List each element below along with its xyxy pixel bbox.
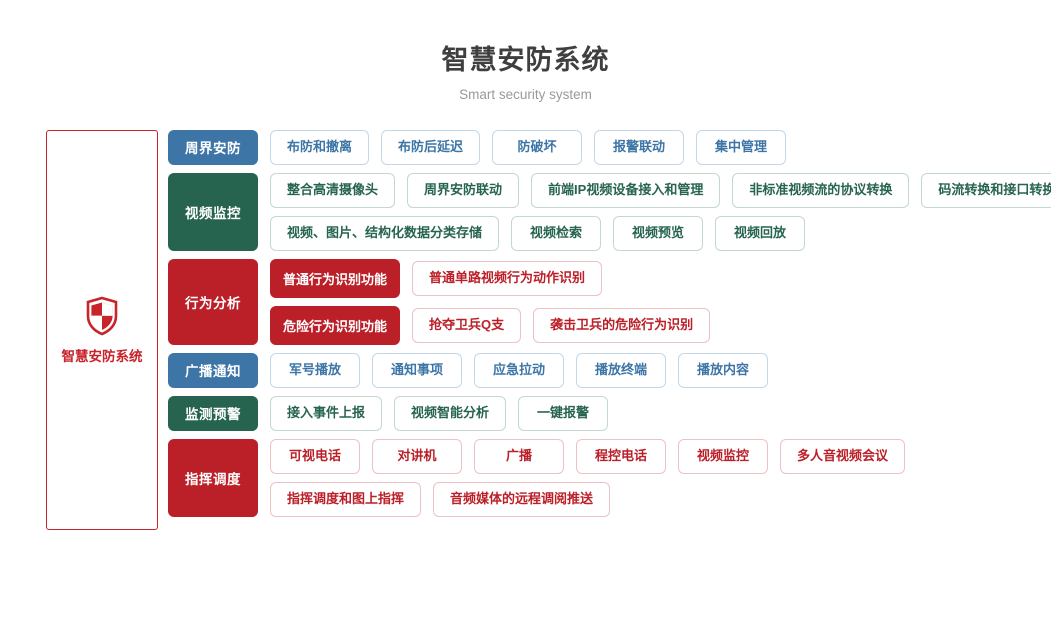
chip-line: 可视电话对讲机广播程控电话视频监控多人音视频会议 bbox=[270, 438, 1051, 474]
feature-chip[interactable]: 广播 bbox=[474, 438, 564, 474]
feature-chip[interactable]: 视频预览 bbox=[613, 215, 704, 251]
subcategory-label[interactable]: 危险行为识别功能 bbox=[270, 305, 401, 345]
chip-line: 接入事件上报视频智能分析一键报警 bbox=[270, 395, 1051, 431]
shield-icon bbox=[86, 296, 118, 335]
category-block[interactable]: 视频监控 bbox=[168, 172, 258, 251]
feature-chip[interactable]: 集中管理 bbox=[696, 130, 787, 165]
chip-line: 危险行为识别功能抢夺卫兵Q支袭击卫兵的危险行为识别 bbox=[270, 305, 1051, 345]
diagram-body: 智慧安防系统 周界安防布防和撤离布防后延迟防破坏报警联动集中管理视频监控整合高清… bbox=[0, 130, 1051, 530]
chip-line: 布防和撤离布防后延迟防破坏报警联动集中管理 bbox=[270, 130, 1051, 165]
category-rows: 周界安防布防和撤离布防后延迟防破坏报警联动集中管理视频监控整合高清摄像头周界安防… bbox=[168, 130, 1051, 525]
category-block[interactable]: 广播通知 bbox=[168, 352, 258, 388]
feature-chip[interactable]: 报警联动 bbox=[594, 130, 685, 165]
category-row: 广播通知军号播放通知事项应急拉动播放终端播放内容 bbox=[168, 352, 1051, 388]
chip-line: 指挥调度和图上指挥音频媒体的远程调阅推送 bbox=[270, 481, 1051, 517]
category-row: 监测预警接入事件上报视频智能分析一键报警 bbox=[168, 395, 1051, 431]
feature-chip[interactable]: 可视电话 bbox=[270, 438, 360, 474]
feature-chip[interactable]: 一键报警 bbox=[518, 395, 609, 431]
feature-chip[interactable]: 视频、图片、结构化数据分类存储 bbox=[270, 215, 500, 251]
feature-chip[interactable]: 应急拉动 bbox=[474, 352, 564, 388]
feature-chip[interactable]: 播放终端 bbox=[576, 352, 666, 388]
category-row: 视频监控整合高清摄像头周界安防联动前端IP视频设备接入和管理非标准视频流的协议转… bbox=[168, 172, 1051, 251]
feature-chip[interactable]: 对讲机 bbox=[372, 438, 462, 474]
category-block[interactable]: 周界安防 bbox=[168, 130, 258, 165]
row-content: 布防和撤离布防后延迟防破坏报警联动集中管理 bbox=[270, 130, 1051, 165]
feature-chip[interactable]: 码流转换和接口转换 bbox=[921, 172, 1051, 208]
row-content: 整合高清摄像头周界安防联动前端IP视频设备接入和管理非标准视频流的协议转换码流转… bbox=[270, 172, 1051, 251]
feature-chip[interactable]: 指挥调度和图上指挥 bbox=[270, 481, 422, 517]
category-row: 行为分析普通行为识别功能普通单路视频行为动作识别危险行为识别功能抢夺卫兵Q支袭击… bbox=[168, 258, 1051, 345]
page-title: 智慧安防系统 bbox=[441, 45, 610, 75]
category-block[interactable]: 监测预警 bbox=[168, 395, 258, 431]
row-content: 普通行为识别功能普通单路视频行为动作识别危险行为识别功能抢夺卫兵Q支袭击卫兵的危… bbox=[270, 258, 1051, 345]
chip-line: 视频、图片、结构化数据分类存储视频检索视频预览视频回放 bbox=[270, 215, 1051, 251]
feature-chip[interactable]: 整合高清摄像头 bbox=[270, 172, 396, 208]
feature-chip[interactable]: 接入事件上报 bbox=[270, 395, 383, 431]
feature-chip[interactable]: 音频媒体的远程调阅推送 bbox=[433, 481, 611, 517]
feature-chip[interactable]: 普通单路视频行为动作识别 bbox=[412, 260, 603, 296]
chip-line: 普通行为识别功能普通单路视频行为动作识别 bbox=[270, 258, 1051, 298]
brand-label: 智慧安防系统 bbox=[61, 348, 143, 364]
chip-line: 军号播放通知事项应急拉动播放终端播放内容 bbox=[270, 352, 1051, 388]
feature-chip[interactable]: 前端IP视频设备接入和管理 bbox=[531, 172, 721, 208]
feature-chip[interactable]: 视频监控 bbox=[678, 438, 768, 474]
subcategory-label[interactable]: 普通行为识别功能 bbox=[270, 258, 401, 298]
chip-line: 整合高清摄像头周界安防联动前端IP视频设备接入和管理非标准视频流的协议转换码流转… bbox=[270, 172, 1051, 208]
category-row: 周界安防布防和撤离布防后延迟防破坏报警联动集中管理 bbox=[168, 130, 1051, 165]
brand-panel: 智慧安防系统 bbox=[46, 130, 158, 530]
feature-chip[interactable]: 布防和撤离 bbox=[270, 130, 370, 165]
feature-chip[interactable]: 视频智能分析 bbox=[394, 395, 507, 431]
feature-chip[interactable]: 周界安防联动 bbox=[407, 172, 520, 208]
feature-chip[interactable]: 播放内容 bbox=[678, 352, 768, 388]
feature-chip[interactable]: 非标准视频流的协议转换 bbox=[732, 172, 910, 208]
category-block[interactable]: 指挥调度 bbox=[168, 438, 258, 517]
feature-chip[interactable]: 布防后延迟 bbox=[381, 130, 481, 165]
feature-chip[interactable]: 袭击卫兵的危险行为识别 bbox=[533, 307, 711, 343]
page-header: 智慧安防系统 Smart security system bbox=[0, 0, 1051, 102]
row-content: 军号播放通知事项应急拉动播放终端播放内容 bbox=[270, 352, 1051, 388]
row-content: 可视电话对讲机广播程控电话视频监控多人音视频会议指挥调度和图上指挥音频媒体的远程… bbox=[270, 438, 1051, 517]
row-content: 接入事件上报视频智能分析一键报警 bbox=[270, 395, 1051, 431]
category-row: 指挥调度可视电话对讲机广播程控电话视频监控多人音视频会议指挥调度和图上指挥音频媒… bbox=[168, 438, 1051, 517]
page-subtitle: Smart security system bbox=[459, 87, 592, 102]
feature-chip[interactable]: 防破坏 bbox=[492, 130, 583, 165]
feature-chip[interactable]: 程控电话 bbox=[576, 438, 666, 474]
category-block[interactable]: 行为分析 bbox=[168, 258, 258, 345]
feature-chip[interactable]: 视频回放 bbox=[715, 215, 806, 251]
feature-chip[interactable]: 多人音视频会议 bbox=[780, 438, 906, 474]
feature-chip[interactable]: 军号播放 bbox=[270, 352, 360, 388]
feature-chip[interactable]: 通知事项 bbox=[372, 352, 462, 388]
feature-chip[interactable]: 视频检索 bbox=[511, 215, 602, 251]
feature-chip[interactable]: 抢夺卫兵Q支 bbox=[412, 307, 522, 343]
